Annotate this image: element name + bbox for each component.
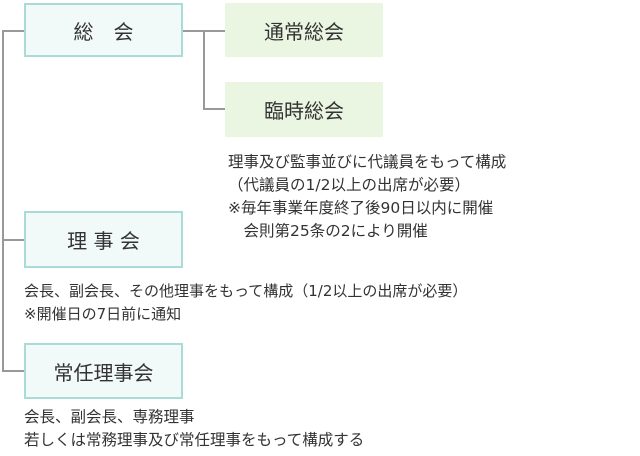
standing-board-box: 常任理事会 — [24, 343, 183, 399]
connector-board — [2, 239, 24, 241]
board-of-directors-notes: 会長、副会長、その他理事をもって構成（1/2以上の出席が必要） ※開催日の7日前… — [24, 280, 467, 326]
connector-to-ordinary — [203, 30, 225, 32]
board-of-directors-label: 理 事 会 — [67, 229, 140, 253]
connector-general-to-branch — [182, 30, 204, 32]
board-of-directors-box: 理 事 会 — [24, 211, 183, 268]
general-meeting-note-line: 理事及び監事並びに代議員をもって構成 — [228, 153, 507, 171]
general-meeting-box: 総 会 — [24, 3, 183, 57]
main-trunk-line — [2, 30, 4, 372]
extraordinary-general-meeting-box: 臨時総会 — [225, 82, 383, 137]
general-meeting-note-line: ※毎年事業年度終了後90日以内に開催 — [228, 199, 494, 217]
ordinary-general-meeting-box: 通常総会 — [225, 3, 383, 57]
connector-general-meeting — [2, 30, 24, 32]
general-meeting-note-line: （代議員の1/2以上の出席が必要） — [228, 176, 470, 194]
connector-standing-board — [2, 370, 24, 372]
general-meeting-label: 総 会 — [73, 19, 134, 44]
connector-to-extraordinary — [203, 108, 225, 110]
general-meeting-note-line: 会則第25条の2により開催 — [228, 222, 428, 240]
extraordinary-general-meeting-label: 臨時総会 — [264, 99, 344, 123]
standing-board-notes: 会長、副会長、専務理事 若しくは常務理事及び常任理事をもって構成する — [24, 406, 364, 452]
ordinary-general-meeting-label: 通常総会 — [264, 19, 344, 44]
standing-board-note-line: 会長、副会長、専務理事 — [24, 408, 195, 426]
board-note-line: 会長、副会長、その他理事をもって構成（1/2以上の出席が必要） — [24, 282, 468, 300]
board-note-line: ※開催日の7日前に通知 — [24, 305, 182, 323]
general-meeting-notes: 理事及び監事並びに代議員をもって構成 （代議員の1/2以上の出席が必要） ※毎年… — [228, 151, 506, 243]
connector-branch-vertical — [203, 30, 205, 110]
standing-board-label: 常任理事会 — [53, 360, 154, 385]
standing-board-note-line: 若しくは常務理事及び常任理事をもって構成する — [24, 431, 365, 449]
